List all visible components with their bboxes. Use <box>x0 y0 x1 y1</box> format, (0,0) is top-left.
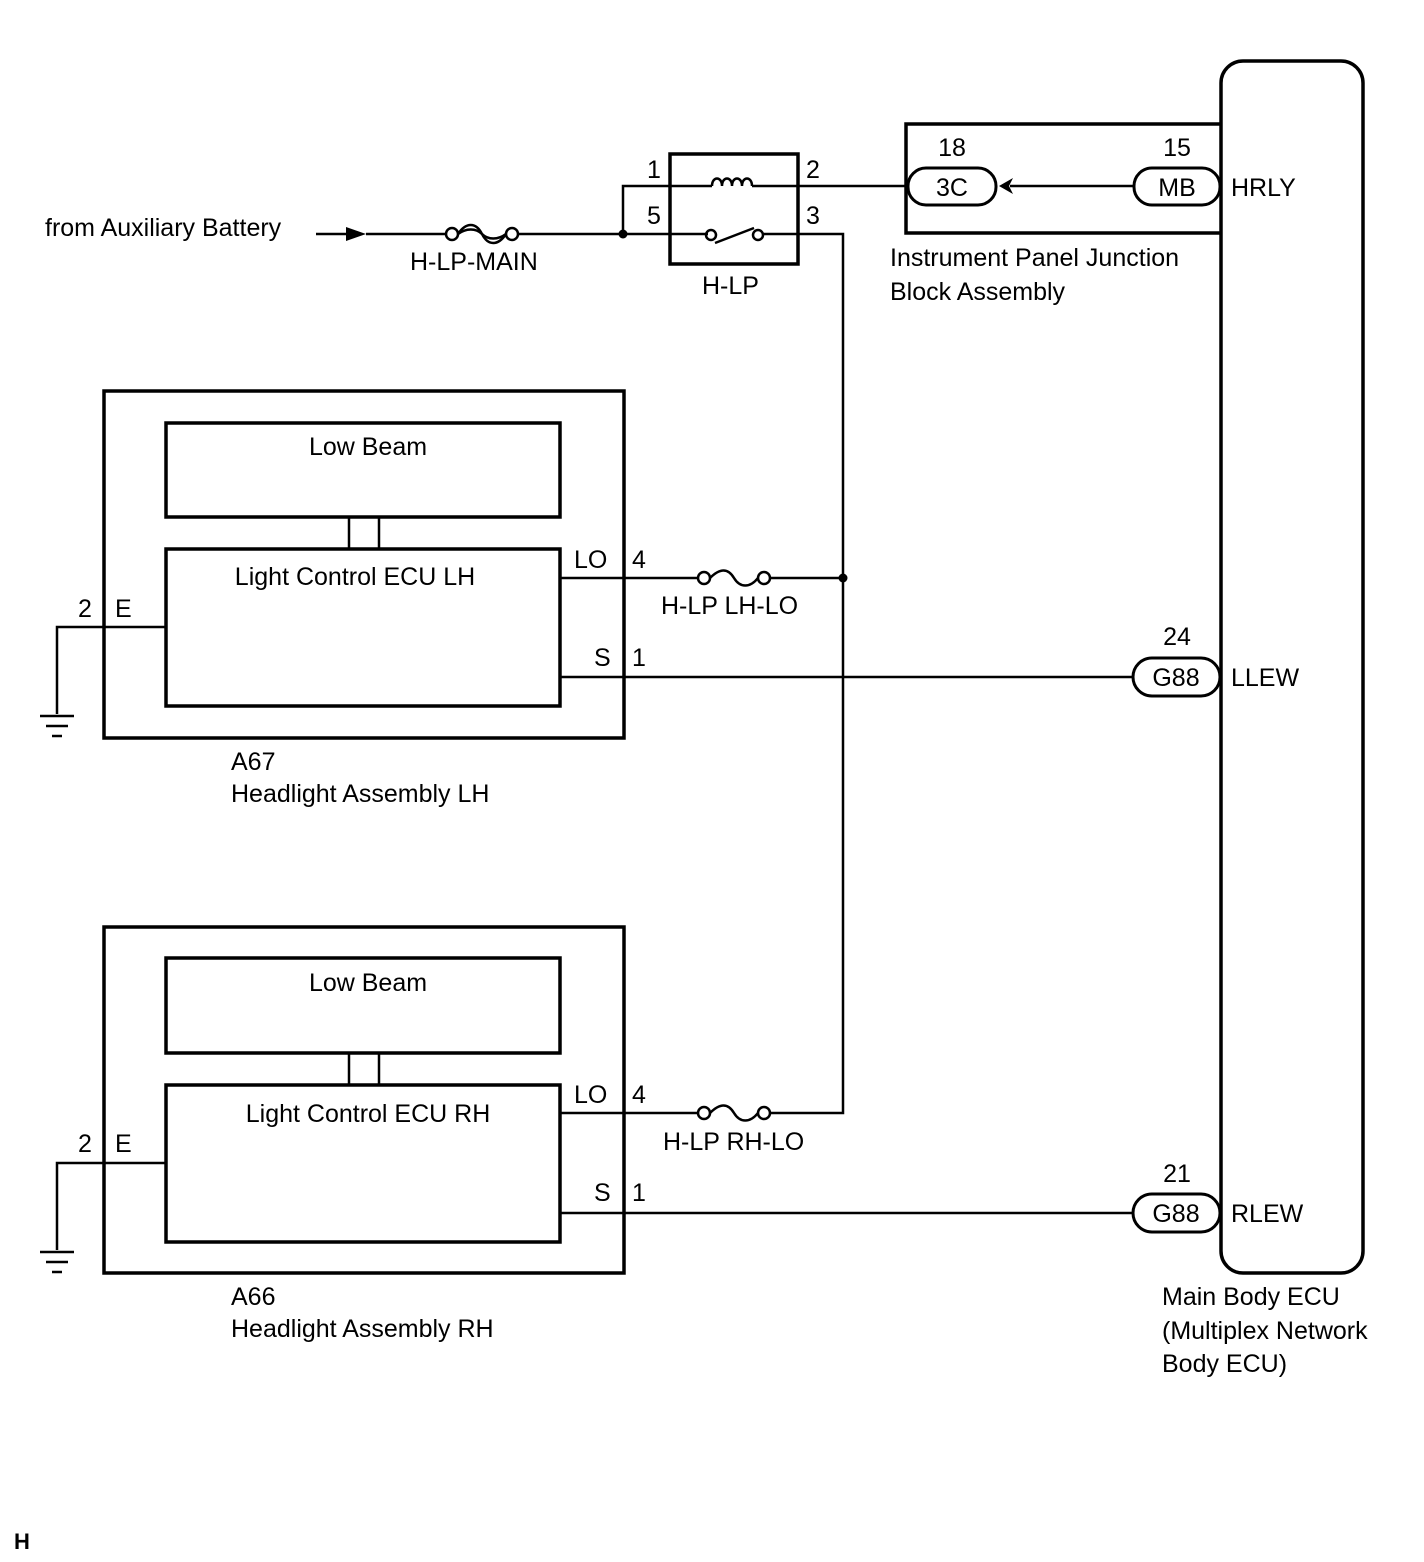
lh-e-pin: 2 <box>78 595 92 623</box>
low-beam-rh-label: Low Beam <box>309 969 427 997</box>
ecu-terminal-hrly: HRLY <box>1231 174 1296 202</box>
ecu-terminal-llew: LLEW <box>1231 664 1299 692</box>
low-beam-lh-box <box>164 421 562 519</box>
light-control-ecu-rh-label: Light Control ECU RH <box>246 1100 491 1128</box>
main-fuse-label: H-LP-MAIN <box>410 248 538 276</box>
relay-label: H-LP <box>702 272 759 300</box>
connector-mb-label: MB <box>1158 174 1196 202</box>
relay-pin-2: 2 <box>806 156 820 184</box>
headlight-lh-code: A67 <box>231 748 275 776</box>
junction-block-box <box>904 122 1221 235</box>
ground-icon <box>40 714 74 738</box>
corner-mark: H <box>14 1529 30 1554</box>
headlight-rh-name: Headlight Assembly RH <box>231 1315 494 1343</box>
relay-pin-1: 1 <box>647 156 661 184</box>
ground-icon <box>40 1250 74 1274</box>
junction-block-name-2: Block Assembly <box>890 278 1066 306</box>
lh-s-terminal: S <box>594 644 611 672</box>
relay-switch-icon <box>704 226 798 245</box>
lh-lo-terminal: LO <box>574 546 607 574</box>
wire-lh-ground <box>55 625 166 714</box>
rh-e-pin: 2 <box>78 1130 92 1158</box>
headlight-lh-name: Headlight Assembly LH <box>231 780 489 808</box>
rh-lo-terminal: LO <box>574 1081 607 1109</box>
rh-s-pin: 1 <box>632 1179 646 1207</box>
main-body-ecu-name-3: Body ECU) <box>1162 1350 1287 1378</box>
connector-g88-llew-label: G88 <box>1152 664 1199 692</box>
connector-g88-llew-pin: 24 <box>1163 623 1191 651</box>
main-body-ecu-name-1: Main Body ECU <box>1162 1283 1340 1311</box>
relay-coil-icon <box>670 177 798 188</box>
connector-arrow-icon <box>999 178 1013 194</box>
wire-relay-to-lo-bus <box>770 232 845 1115</box>
connector-3c-pin: 18 <box>938 134 966 162</box>
source-label: from Auxiliary Battery <box>45 214 282 242</box>
low-beam-rh-box <box>164 956 562 1055</box>
fuse-lh-lo-icon <box>696 569 772 587</box>
low-beam-lh-label: Low Beam <box>309 433 427 461</box>
fuse-rh-lo-label: H-LP RH-LO <box>663 1128 804 1156</box>
connector-mb-pin: 15 <box>1163 134 1191 162</box>
wire-to-relay-coil <box>621 184 670 234</box>
wire-rh-ground <box>55 1161 166 1250</box>
junction-block-name-1: Instrument Panel Junction <box>890 244 1179 272</box>
arrow-icon <box>346 227 366 241</box>
main-fuse-icon <box>444 223 520 245</box>
main-body-ecu-box <box>1219 59 1365 1275</box>
connector-g88-rlew-label: G88 <box>1152 1200 1199 1228</box>
headlight-rh-code: A66 <box>231 1283 275 1311</box>
fuse-lh-lo-label: H-LP LH-LO <box>661 592 798 620</box>
headlight-lh-box <box>102 389 626 740</box>
rh-lo-pin: 4 <box>632 1081 646 1109</box>
lh-s-pin: 1 <box>632 644 646 672</box>
headlight-rh-box <box>102 925 626 1275</box>
main-body-ecu-name-2: (Multiplex Network <box>1162 1317 1368 1345</box>
rh-e-terminal: E <box>115 1130 132 1158</box>
fuse-rh-lo-icon <box>696 1104 772 1122</box>
relay-pin-3: 3 <box>806 202 820 230</box>
rh-s-terminal: S <box>594 1179 611 1207</box>
relay-pin-5: 5 <box>647 202 661 230</box>
connector-3c-label: 3C <box>936 174 968 202</box>
lh-e-terminal: E <box>115 595 132 623</box>
connector-g88-rlew-pin: 21 <box>1163 1160 1191 1188</box>
lh-lo-pin: 4 <box>632 546 646 574</box>
relay-box <box>668 152 800 266</box>
ecu-terminal-rlew: RLEW <box>1231 1200 1304 1228</box>
connector-3c <box>906 166 998 207</box>
light-control-ecu-lh-label: Light Control ECU LH <box>235 563 475 591</box>
